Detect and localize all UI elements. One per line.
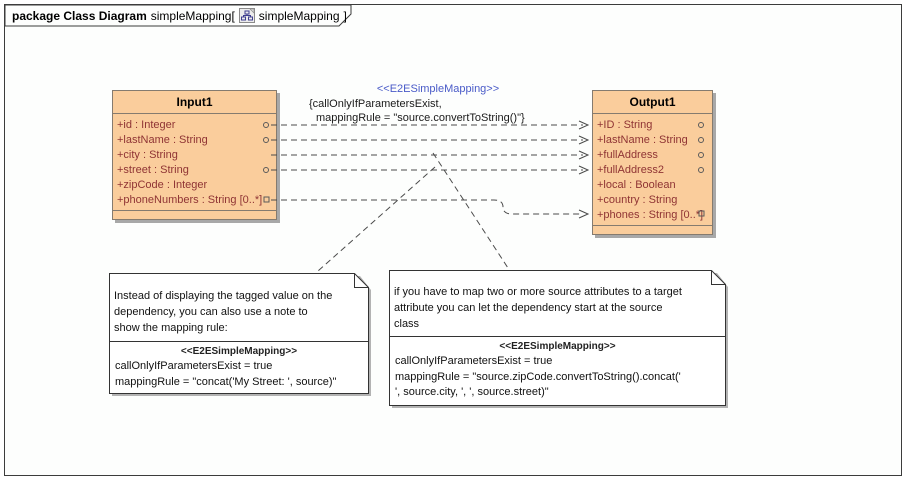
dependency-tags-line2[interactable]: mappingRule = "source.convertToString()"… bbox=[316, 112, 525, 124]
note-left-body-line3: show the mapping rule: bbox=[114, 322, 228, 334]
class-output1-attributes: +ID : String +lastName : String +fullAdd… bbox=[593, 113, 712, 226]
note-left-body-line1: Instead of displaying the tagged value o… bbox=[114, 290, 333, 302]
attribute-zipcode[interactable]: +zipCode : Integer bbox=[117, 179, 208, 191]
dependency-stereotype-label[interactable]: <<E2ESimpleMapping>> bbox=[376, 83, 500, 95]
attribute-fulladdress[interactable]: +fullAddress bbox=[597, 149, 658, 161]
note-right-tag2: mappingRule = "source.zipCode.convertToS… bbox=[395, 371, 681, 383]
note-left-body-line2: dependency, you can also use a note to bbox=[114, 306, 308, 318]
attribute-fulladdress2[interactable]: +fullAddress2 bbox=[597, 164, 664, 176]
note-right[interactable]: if you have to map two or more source at… bbox=[389, 270, 730, 410]
note-left-shape bbox=[109, 273, 371, 396]
class-output1-title: Output1 bbox=[629, 95, 676, 109]
note-right-body-line3: class bbox=[394, 318, 420, 330]
note-right-body-line2: attribute you can let the dependency sta… bbox=[394, 302, 663, 314]
class-input1-operations-compartment bbox=[113, 211, 276, 219]
note-right-tag1: callOnlyIfParametersExist = true bbox=[395, 355, 553, 367]
class-diagram-icon bbox=[238, 8, 255, 23]
attribute-street[interactable]: +street : String bbox=[117, 164, 189, 176]
attribute-lastname[interactable]: +lastName : String bbox=[117, 134, 208, 146]
frame-diagram-name: simpleMapping[ bbox=[150, 8, 235, 23]
attribute-phones[interactable]: +phones : String [0..*] bbox=[597, 209, 704, 221]
note-right-tag3: ', source.city, ', ', source.street)" bbox=[395, 386, 549, 398]
class-input1-attributes: +id : Integer +lastName : String +city :… bbox=[113, 113, 276, 211]
frame-name-close-bracket: ] bbox=[343, 8, 347, 23]
note-left-tag1: callOnlyIfParametersExist = true bbox=[115, 360, 273, 372]
note-left[interactable]: Instead of displaying the tagged value o… bbox=[109, 273, 373, 398]
diagram-frame: package Class Diagram simpleMapping[ sim… bbox=[4, 4, 902, 476]
note-left-tag2: mappingRule = "concat('My Street: ', sou… bbox=[115, 376, 337, 388]
class-input1[interactable]: Input1 +id : Integer +lastName : String … bbox=[112, 90, 277, 220]
frame-kind-label: package Class Diagram bbox=[12, 8, 147, 23]
frame-header-tab[interactable]: package Class Diagram simpleMapping[ sim… bbox=[4, 4, 357, 28]
class-output1[interactable]: Output1 +ID : String +lastName : String … bbox=[592, 90, 713, 235]
attribute-lastname[interactable]: +lastName : String bbox=[597, 134, 688, 146]
frame-name: simpleMapping bbox=[258, 8, 340, 23]
attribute-id[interactable]: +id : Integer bbox=[117, 119, 176, 131]
note-right-stereotype: <<E2ESimpleMapping>> bbox=[499, 341, 616, 352]
note-right-body-line1: if you have to map two or more source at… bbox=[394, 286, 682, 298]
note-left-stereotype: <<E2ESimpleMapping>> bbox=[180, 346, 298, 357]
attribute-local[interactable]: +local : Boolean bbox=[597, 179, 676, 191]
frame-header-label: package Class Diagram simpleMapping[ sim… bbox=[12, 8, 347, 23]
attribute-country[interactable]: +country : String bbox=[597, 194, 678, 206]
class-input1-title: Input1 bbox=[176, 95, 213, 109]
dependency-tags-line1[interactable]: {callOnlyIfParametersExist, bbox=[309, 98, 442, 110]
frame-header-shape bbox=[4, 4, 352, 27]
attribute-city[interactable]: +city : String bbox=[117, 149, 178, 161]
note-right-shape bbox=[389, 270, 728, 408]
class-output1-operations-compartment bbox=[593, 226, 712, 234]
attribute-phonenumbers[interactable]: +phoneNumbers : String [0..*] bbox=[117, 194, 263, 206]
attribute-id-upper[interactable]: +ID : String bbox=[597, 119, 653, 131]
